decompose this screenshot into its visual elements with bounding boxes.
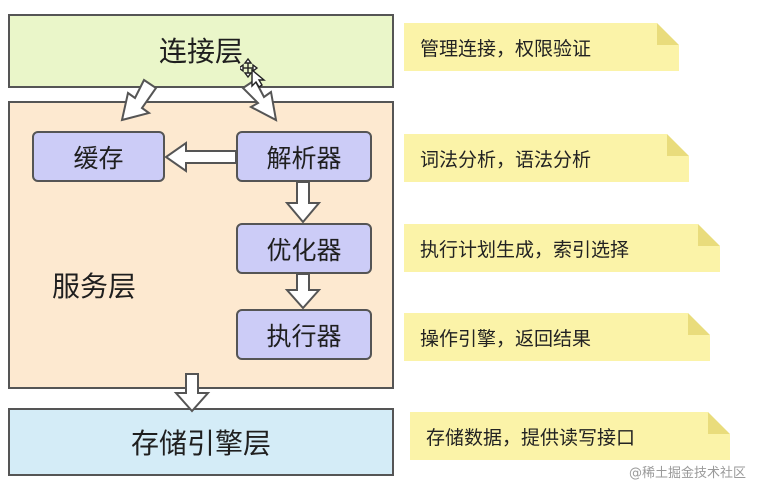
note-text: 执行计划生成，索引选择	[420, 238, 630, 261]
storage-engine-layer: 存储引擎层	[8, 408, 394, 476]
note-text: 操作引擎，返回结果	[420, 327, 592, 350]
note-text: 管理连接，权限验证	[420, 37, 592, 60]
parser-module: 解析器	[236, 131, 372, 182]
storage-engine-layer-label: 存储引擎层	[130, 427, 271, 460]
storage-engine-note: 存储数据，提供读写接口	[410, 412, 730, 460]
connection-layer-label: 连接层	[158, 35, 243, 68]
note-text: 词法分析，语法分析	[420, 148, 592, 171]
folded-corner-icon	[667, 134, 689, 156]
parser-note: 词法分析，语法分析	[404, 134, 689, 182]
watermark: @稀土掘金技术社区	[628, 466, 746, 481]
service-layer-label: 服务层	[52, 270, 137, 303]
connection-layer: 连接层	[8, 14, 394, 88]
note-text: 存储数据，提供读写接口	[426, 426, 636, 449]
folded-corner-icon	[688, 313, 710, 335]
optimizer-note: 执行计划生成，索引选择	[404, 224, 720, 272]
folded-corner-icon	[698, 224, 720, 246]
folded-corner-icon	[657, 23, 679, 45]
optimizer-module: 优化器	[236, 223, 372, 274]
folded-corner-icon	[708, 412, 730, 434]
executor-module: 执行器	[236, 309, 372, 360]
move-cursor-icon	[240, 58, 266, 88]
cache-module: 缓存	[32, 131, 165, 182]
executor-note: 操作引擎，返回结果	[404, 313, 710, 361]
connection-layer-note: 管理连接，权限验证	[404, 23, 679, 71]
